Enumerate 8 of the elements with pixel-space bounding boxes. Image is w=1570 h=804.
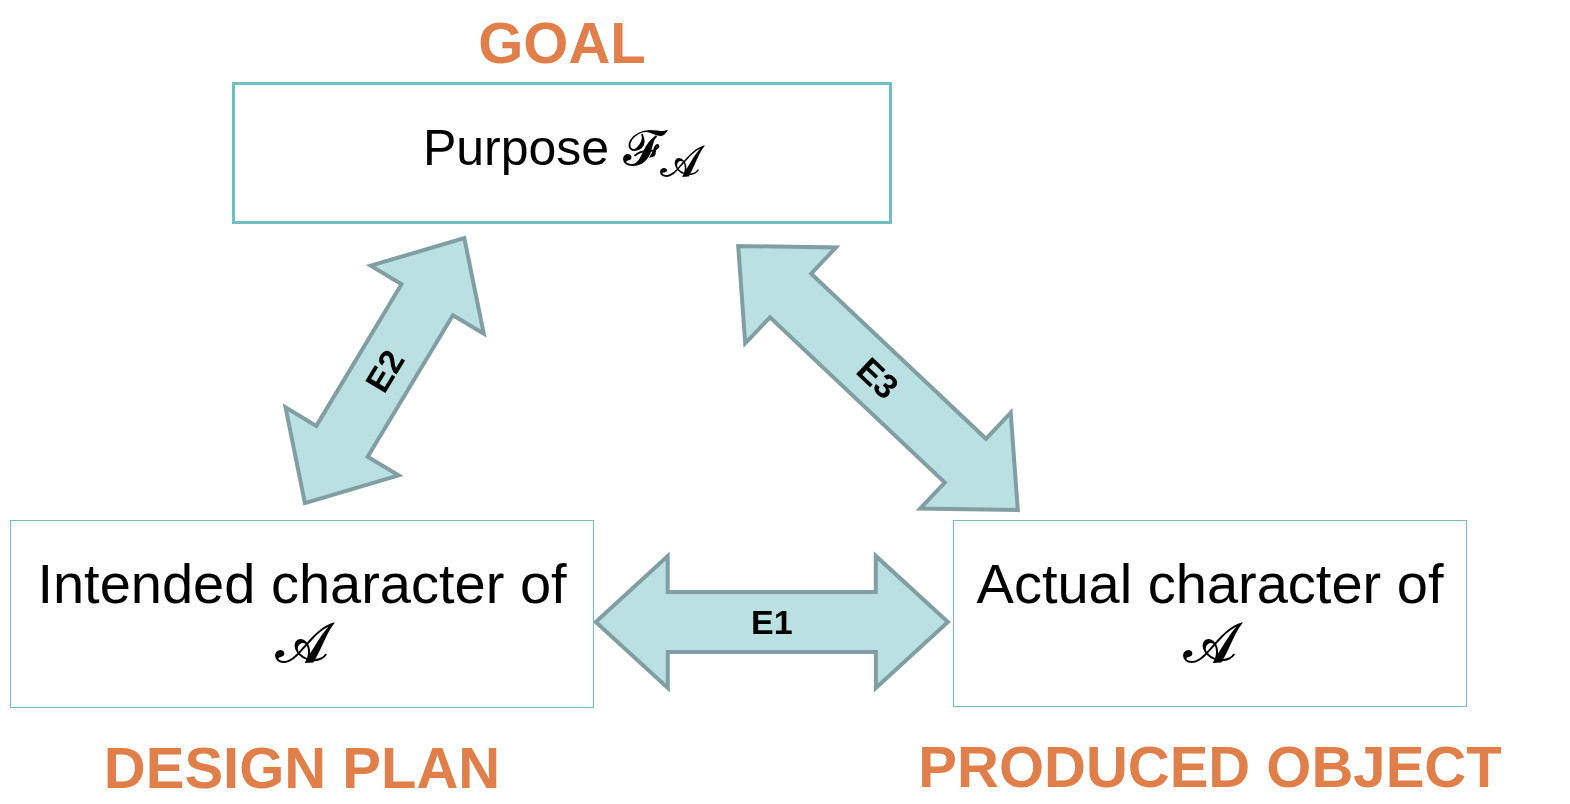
heading: DESIGN PLAN [102, 734, 502, 801]
box-text: Intended character of 𝓐 [36, 555, 568, 673]
double-arrow [592, 551, 951, 693]
heading: PRODUCED OBJECT [917, 733, 1503, 800]
heading: GOAL [477, 9, 647, 76]
double-arrow [736, 243, 1020, 513]
double-arrow [282, 235, 487, 506]
box-text: Actual character of 𝓐 [975, 554, 1445, 673]
